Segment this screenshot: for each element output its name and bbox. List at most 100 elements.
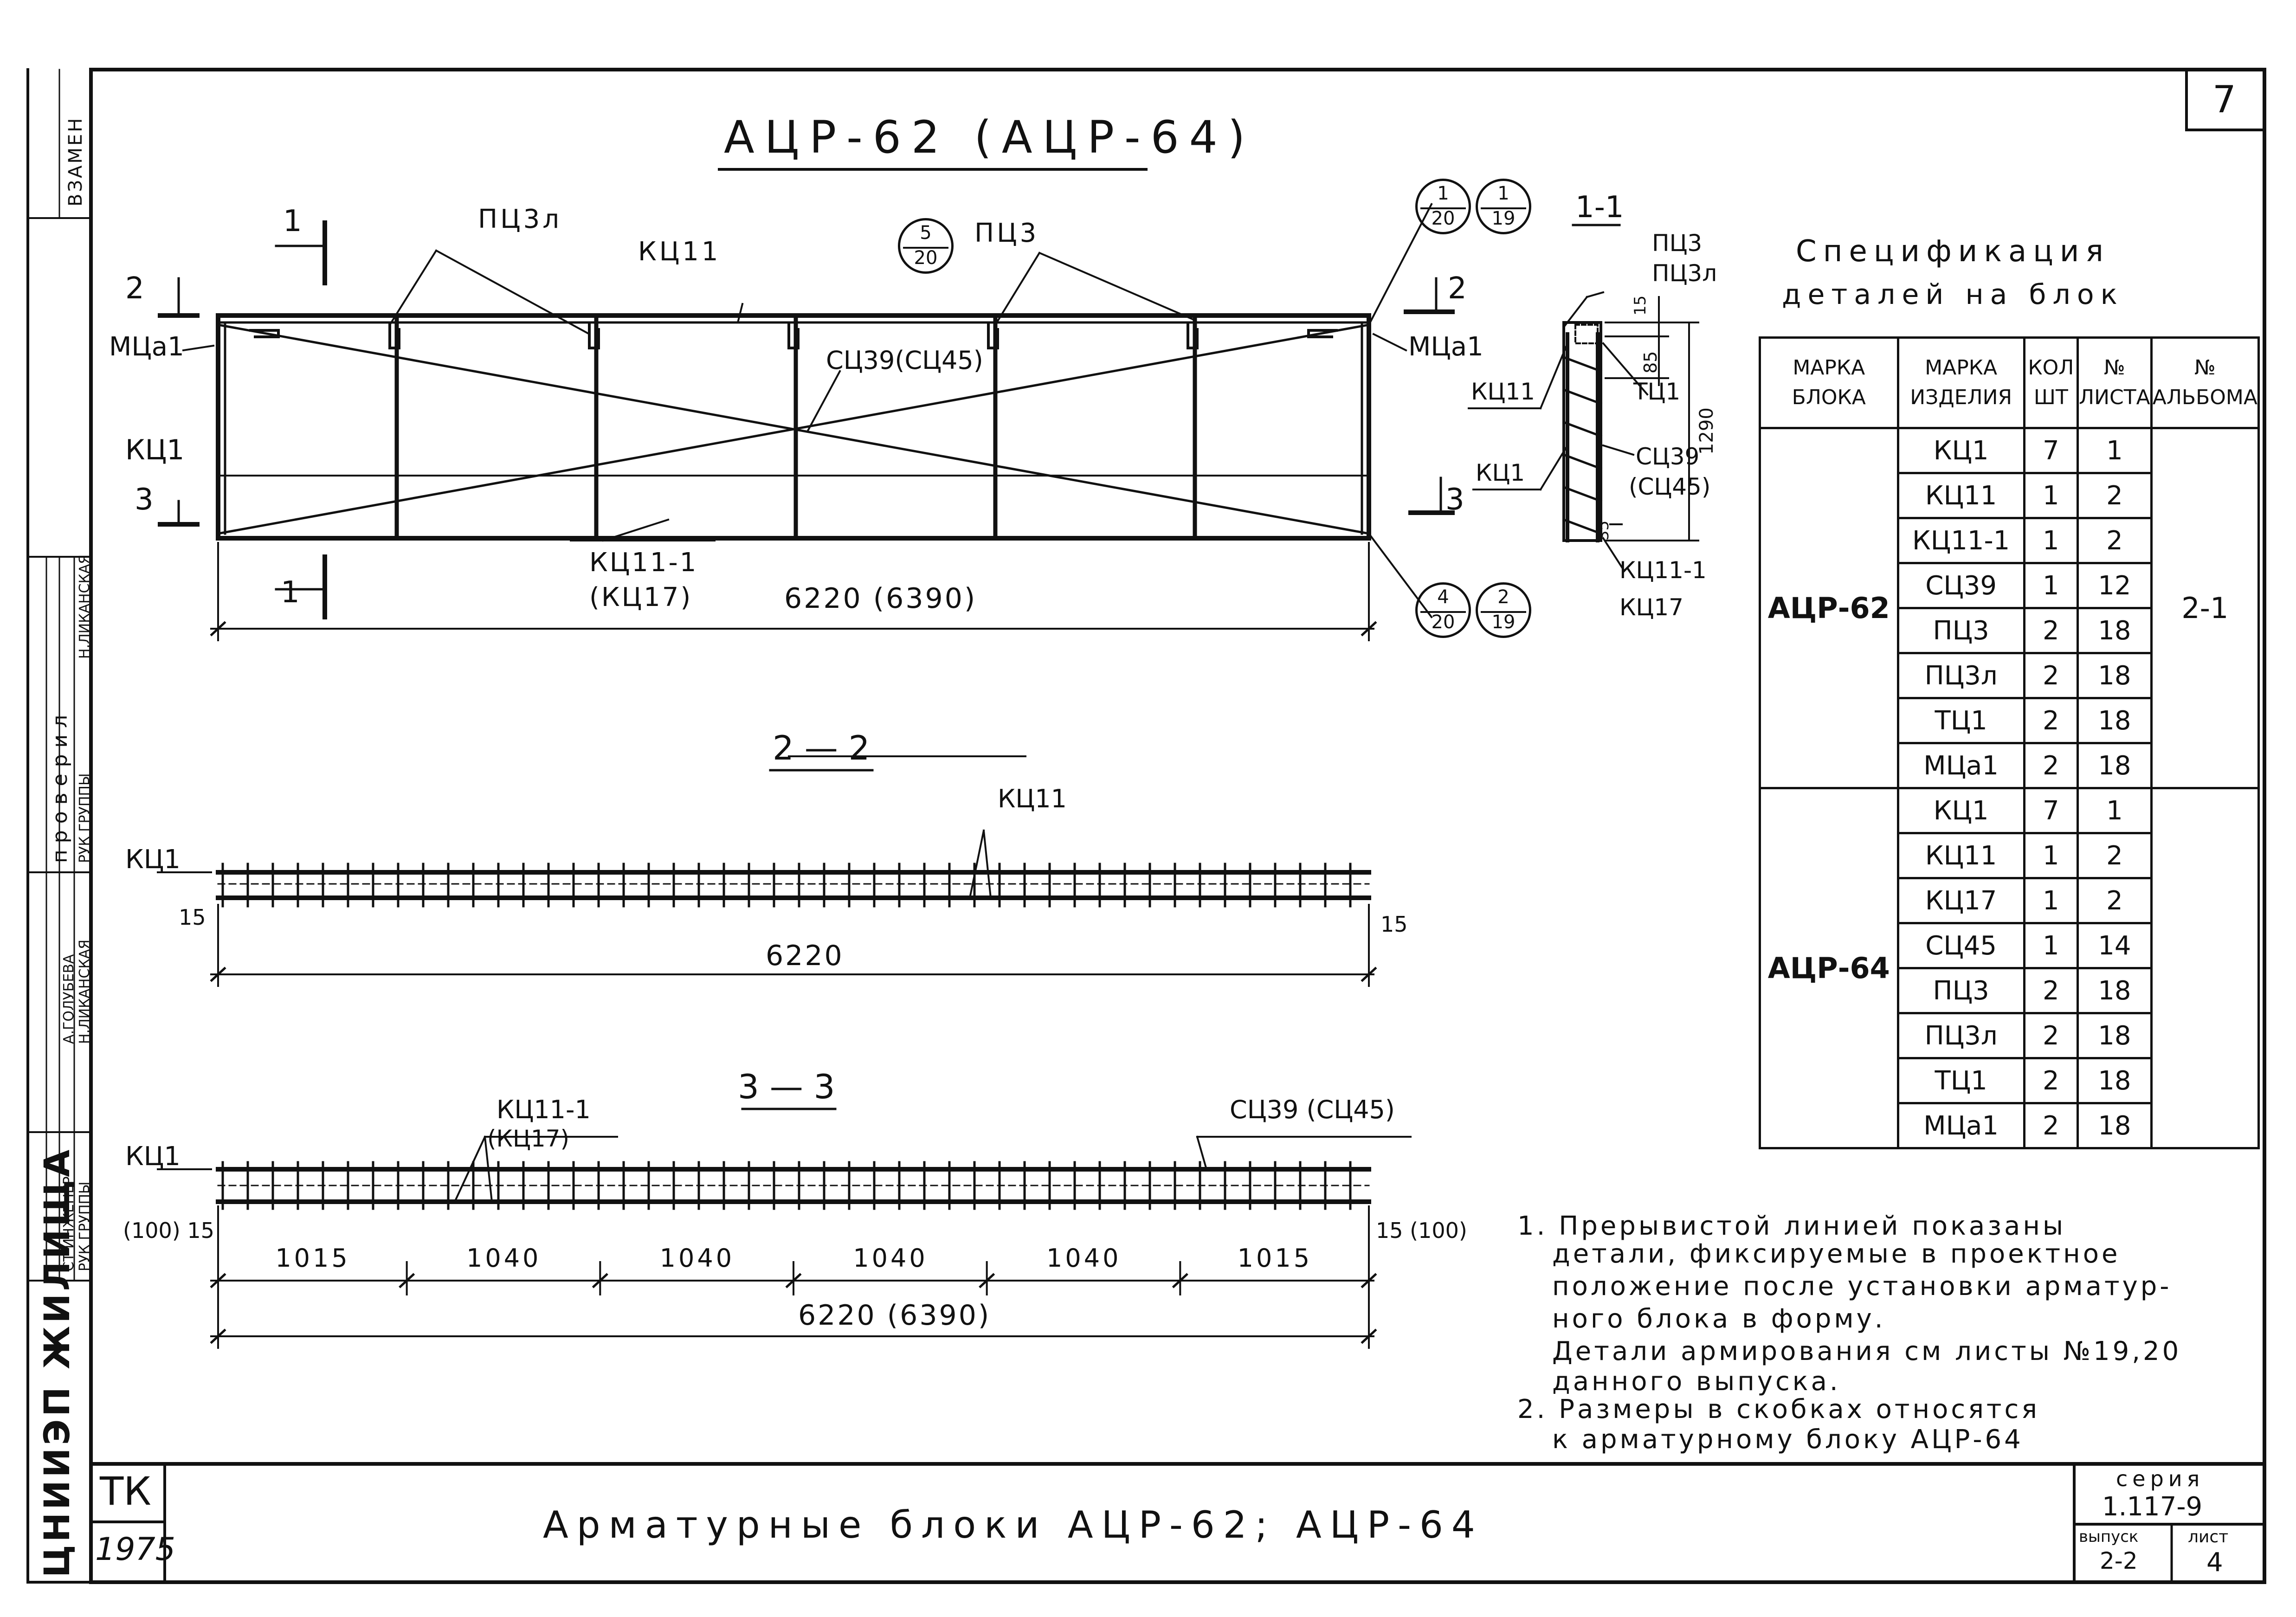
spec-sheet-no: 2 [2077,517,2153,564]
spec-block-mark: АЦР-62 [1759,427,1899,789]
spec-qty: 1 [2023,922,2079,969]
s33-chain-slash [785,1273,802,1288]
spec-sheet-no: 18 [2077,742,2153,789]
s11-dim-85: 85 [1640,351,1661,374]
spec-album-no [2150,787,2260,1149]
spec-sheet-no: 2 [2077,832,2153,879]
spec-sheet-no: 12 [2077,562,2153,609]
spec-header-album: № АЛЬБОМА [2150,336,2260,429]
spec-item-mark: КЦ11 [1896,472,2025,519]
s33-span-label: 1040 [853,1243,928,1273]
spec-qty: 1 [2023,877,2079,924]
s11-dim-35: 35 [1594,520,1612,541]
s11-tts1: ТЦ1 [1633,378,1681,405]
spec-item-mark: ТЦ1 [1896,1057,2025,1104]
note-line-3: положение после установки арматур- [1552,1271,2172,1301]
org-code: ТК [100,1469,151,1514]
spec-sheet-no: 18 [2077,607,2153,654]
spec-qty: 1 [2023,472,2079,519]
spec-sheet-no: 18 [2077,1057,2153,1104]
s22-dim-15a: 15 [179,905,206,930]
s33-length: 6220 (6390) [798,1299,991,1332]
note-line-8: к арматурному блоку АЦР-64 [1552,1424,2024,1455]
s22-kts11: КЦ11 [998,784,1067,813]
note-line-6: данного выпуска. [1552,1366,1841,1397]
section-mark-3-left: 3 [135,483,154,517]
spec-header-qty: КОЛ ШТ [2023,336,2079,429]
section-1-1 [1468,291,1699,572]
spec-qty: 2 [2023,1057,2079,1104]
spec-item-mark: МЦа1 [1896,742,2025,789]
s33-kts17: (КЦ17) [487,1125,569,1152]
spec-qty: 2 [2023,607,2079,654]
s11-kts11-1: КЦ11-1 [1619,557,1707,584]
spec-item-mark: КЦ11-1 [1896,517,2025,564]
spec-item-mark: СЦ39 [1896,562,2025,609]
drawing-title: АЦР-62 (АЦР-64) [724,111,1256,163]
role-2: СТ ИНЖЕНЕР [61,1176,77,1271]
series-value: 1.117-9 [2102,1492,2203,1522]
spec-item-mark: ПЦ3л [1896,652,2025,699]
corner-number-box [2185,68,2266,131]
replace-label: ВЗАМЕН [65,116,86,206]
section-mark-1-bottom: 1 [281,575,300,610]
spec-sheet-no: 14 [2077,922,2153,969]
spec-qty: 2 [2023,967,2079,1014]
label-pts3: ПЦ3 [974,218,1039,248]
spec-qty: 7 [2023,427,2079,474]
spec-item-mark: ТЦ1 [1896,697,2025,744]
series-label: серия [2116,1466,2205,1491]
spec-sheet-no: 2 [2077,877,2153,924]
s33-sts39: СЦ39 (СЦ45) [1230,1095,1395,1124]
role-1: РУК ГРУППЫ [77,1181,93,1271]
name-2: А.ГОЛУБЕВА [61,954,77,1044]
spec-header-item: МАРКА ИЗДЕЛИЯ [1896,336,2025,429]
main-title: Арматурные блоки АЦР-62; АЦР-64 [543,1503,1483,1546]
s11-pts3l: ПЦ3л [1652,260,1717,287]
s11-dim-15: 15 [1631,295,1650,316]
spec-header-block: МАРКА БЛОКА [1759,336,1899,429]
section-mark-2-right: 2 [1448,271,1467,306]
spec-qty: 2 [2023,652,2079,699]
spec-item-mark: ПЦ3 [1896,607,2025,654]
note-line-1: 1. Прерывистой линией показаны [1517,1211,2066,1241]
s33-chain-slash [979,1273,995,1288]
checked-label: проверил [48,708,72,863]
spec-sheet-no: 2 [2077,472,2153,519]
spec-header-sheet: № ЛИСТА [2077,336,2153,429]
s33-span-label: 1040 [659,1243,735,1273]
spec-item-mark: ПЦ3 [1896,967,2025,1014]
spec-item-mark: СЦ45 [1896,922,2025,969]
s33-left-dim: (100) 15 [123,1218,214,1243]
s22-kts1: КЦ1 [125,844,181,875]
main-length-dim: 6220 (6390) [784,582,977,615]
year: 1975 [95,1531,176,1568]
sheet-value: 4 [2206,1547,2223,1578]
spec-qty: 2 [2023,697,2079,744]
label-sts39: СЦ39(СЦ45) [826,346,983,375]
label-kts1: КЦ1 [125,434,185,466]
spec-qty: 7 [2023,787,2079,834]
s22-length: 6220 [766,940,844,972]
s33-span-label: 1040 [466,1243,542,1273]
s33-chain-slash [592,1273,608,1288]
section-mark-1-top: 1 [283,204,302,238]
spec-qty: 1 [2023,517,2079,564]
s33-chain-slash [1172,1273,1188,1288]
s33-chain-slash [399,1273,415,1288]
note-line-4: ного блока в форму. [1552,1304,1886,1334]
section-mark-2-left: 2 [125,271,144,306]
spec-table: МАРКА БЛОКА МАРКА ИЗДЕЛИЯ КОЛ ШТ № ЛИСТА… [1759,336,2260,1149]
